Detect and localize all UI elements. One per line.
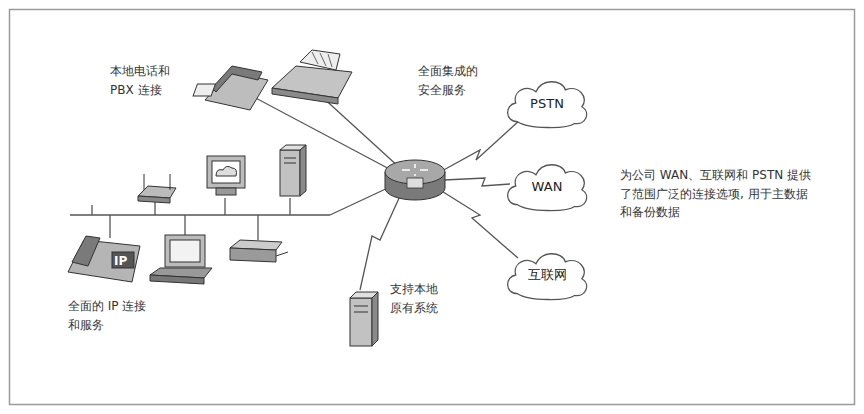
monitor-icon	[207, 156, 245, 195]
caption-label: 全面集成的 安全服务	[418, 62, 492, 99]
cloud-label: 互联网	[528, 266, 567, 284]
caption-label: 支持本地 原有系统	[390, 280, 448, 317]
cloud-node: 互联网	[501, 247, 593, 303]
cloud-label: PSTN	[530, 96, 564, 111]
caption-label: 本地电话和 PBX 连接	[110, 62, 184, 99]
legacy-server-icon	[350, 292, 378, 346]
svg-text:IP: IP	[114, 254, 127, 268]
caption-label: 为公司 WAN、互联网和 PSTN 提供了范围广泛的连接选项, 用于主数据和备份…	[620, 166, 814, 222]
cloud-node: PSTN	[501, 75, 593, 131]
access-point-icon	[138, 174, 176, 203]
caption-label: 全面的 IP 连接 和服务	[68, 297, 158, 334]
server-icon	[280, 145, 306, 196]
security-device-icon	[272, 50, 352, 104]
cloud-label: WAN	[532, 179, 563, 194]
router-icon	[385, 160, 445, 200]
phone-icon	[193, 66, 268, 110]
ip-phone-icon: IP	[68, 236, 140, 282]
pc-icon	[150, 235, 212, 284]
cloud-node: WAN	[501, 158, 593, 214]
network-device-icon	[230, 240, 288, 262]
